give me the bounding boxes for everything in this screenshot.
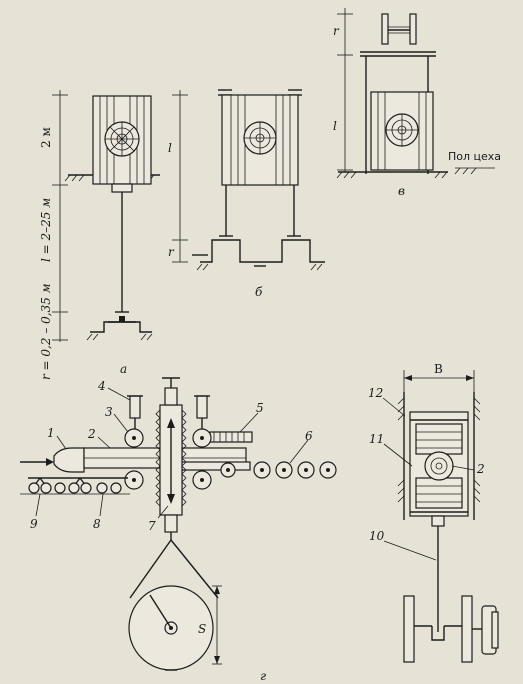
fig-b-caption: б xyxy=(255,285,263,299)
fig-g-pusher xyxy=(53,447,85,473)
fig-a-crankshaft xyxy=(90,321,152,333)
fig-g-label-7: 7 xyxy=(148,519,156,533)
fig-v-dim-l: l xyxy=(333,119,337,133)
figure-a: 2 м l = 2–25 м r = 0,2 – 0,35 м xyxy=(39,90,160,380)
fig-a-caption: а xyxy=(120,362,127,376)
fig-g-bottom-guide xyxy=(164,514,178,533)
fig-side-crank-wheel-right xyxy=(461,595,473,663)
figure-g: S 1 2 3 4 5 6 7 8 9 г xyxy=(20,377,337,683)
fig-g-label-8: 8 xyxy=(93,517,101,531)
fig-v-crank-wheel-left xyxy=(381,13,389,45)
fig-v-caption: в xyxy=(398,184,405,198)
fig-g-label-2: 2 xyxy=(87,427,96,441)
fig-side-label-12: 12 xyxy=(368,386,383,400)
fig-b-dim-l: l xyxy=(168,141,172,155)
fig-g-label-4: 4 xyxy=(97,379,106,393)
fig-b-crankshaft xyxy=(200,239,325,263)
fig-v-crank-wheel-right xyxy=(409,13,417,45)
fig-g-carriage-wheel xyxy=(28,482,40,494)
fig-a-dim-2m: 2 м xyxy=(39,127,53,148)
fig-g-label-6: 6 xyxy=(305,429,313,443)
fig-a-saw-frame xyxy=(92,95,152,185)
fig-g-dim-s: S xyxy=(198,622,206,636)
fig-a-dim-r: r = 0,2 – 0,35 м xyxy=(39,283,53,380)
fig-b-dim-r: r xyxy=(168,245,175,259)
fig-g-label-1: 1 xyxy=(47,426,55,440)
fig-g-board-5 xyxy=(209,431,253,443)
fig-side-crank-wheel-left xyxy=(403,595,415,663)
fig-side-dim-b: B xyxy=(434,362,443,376)
fig-g-caption: г xyxy=(260,669,266,683)
fig-side-label-10: 10 xyxy=(369,529,385,543)
fig-g-label-9: 9 xyxy=(30,517,38,531)
fig-g-top-guide xyxy=(164,387,178,406)
fig-g-pressure-cylinder-right xyxy=(196,395,208,419)
fig-g-feed-arrow-icon xyxy=(46,458,54,466)
figure-v: r l Пол цеха в xyxy=(333,8,501,198)
fig-side-lower-roller xyxy=(415,477,463,509)
fig-side-label-2: 2 xyxy=(476,462,485,476)
fig-g-label-5: 5 xyxy=(256,401,264,415)
fig-side-label-11: 11 xyxy=(369,432,384,446)
fig-side-upper-roller xyxy=(415,423,463,455)
fig-a-dim-l: l = 2–25 м xyxy=(39,198,53,262)
fig-g-pressure-cylinder-left xyxy=(129,395,141,419)
fig-v-floor-label: Пол цеха xyxy=(448,150,501,163)
figure-side: B xyxy=(368,362,499,663)
fig-g-connecting-rod xyxy=(129,539,172,599)
fig-g-label-3: 3 xyxy=(105,405,113,419)
fig-side-log-section xyxy=(424,451,454,481)
figure-b: l r б xyxy=(168,89,325,299)
fig-v-dim-r: r xyxy=(333,24,340,38)
